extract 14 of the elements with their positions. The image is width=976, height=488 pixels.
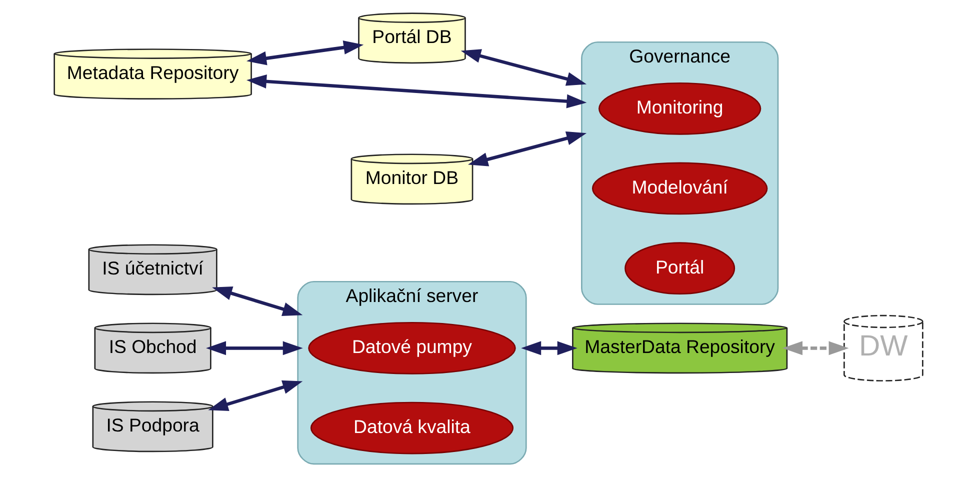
node-ellipse: Datové pumpy (308, 322, 516, 374)
arrow (246, 40, 364, 66)
arrow (782, 341, 848, 356)
node-ellipse: Portál (624, 242, 735, 295)
arrow (467, 131, 586, 166)
node-ellipse: Datová kvalita (310, 402, 514, 454)
arrow (208, 380, 302, 411)
arrow (246, 74, 586, 108)
arrow (520, 341, 577, 356)
arrow (460, 49, 586, 86)
node-ellipse: Modelování (591, 162, 768, 215)
arrow (212, 286, 302, 316)
node-ellipse: Monitoring (598, 82, 761, 135)
arrow (206, 341, 302, 356)
